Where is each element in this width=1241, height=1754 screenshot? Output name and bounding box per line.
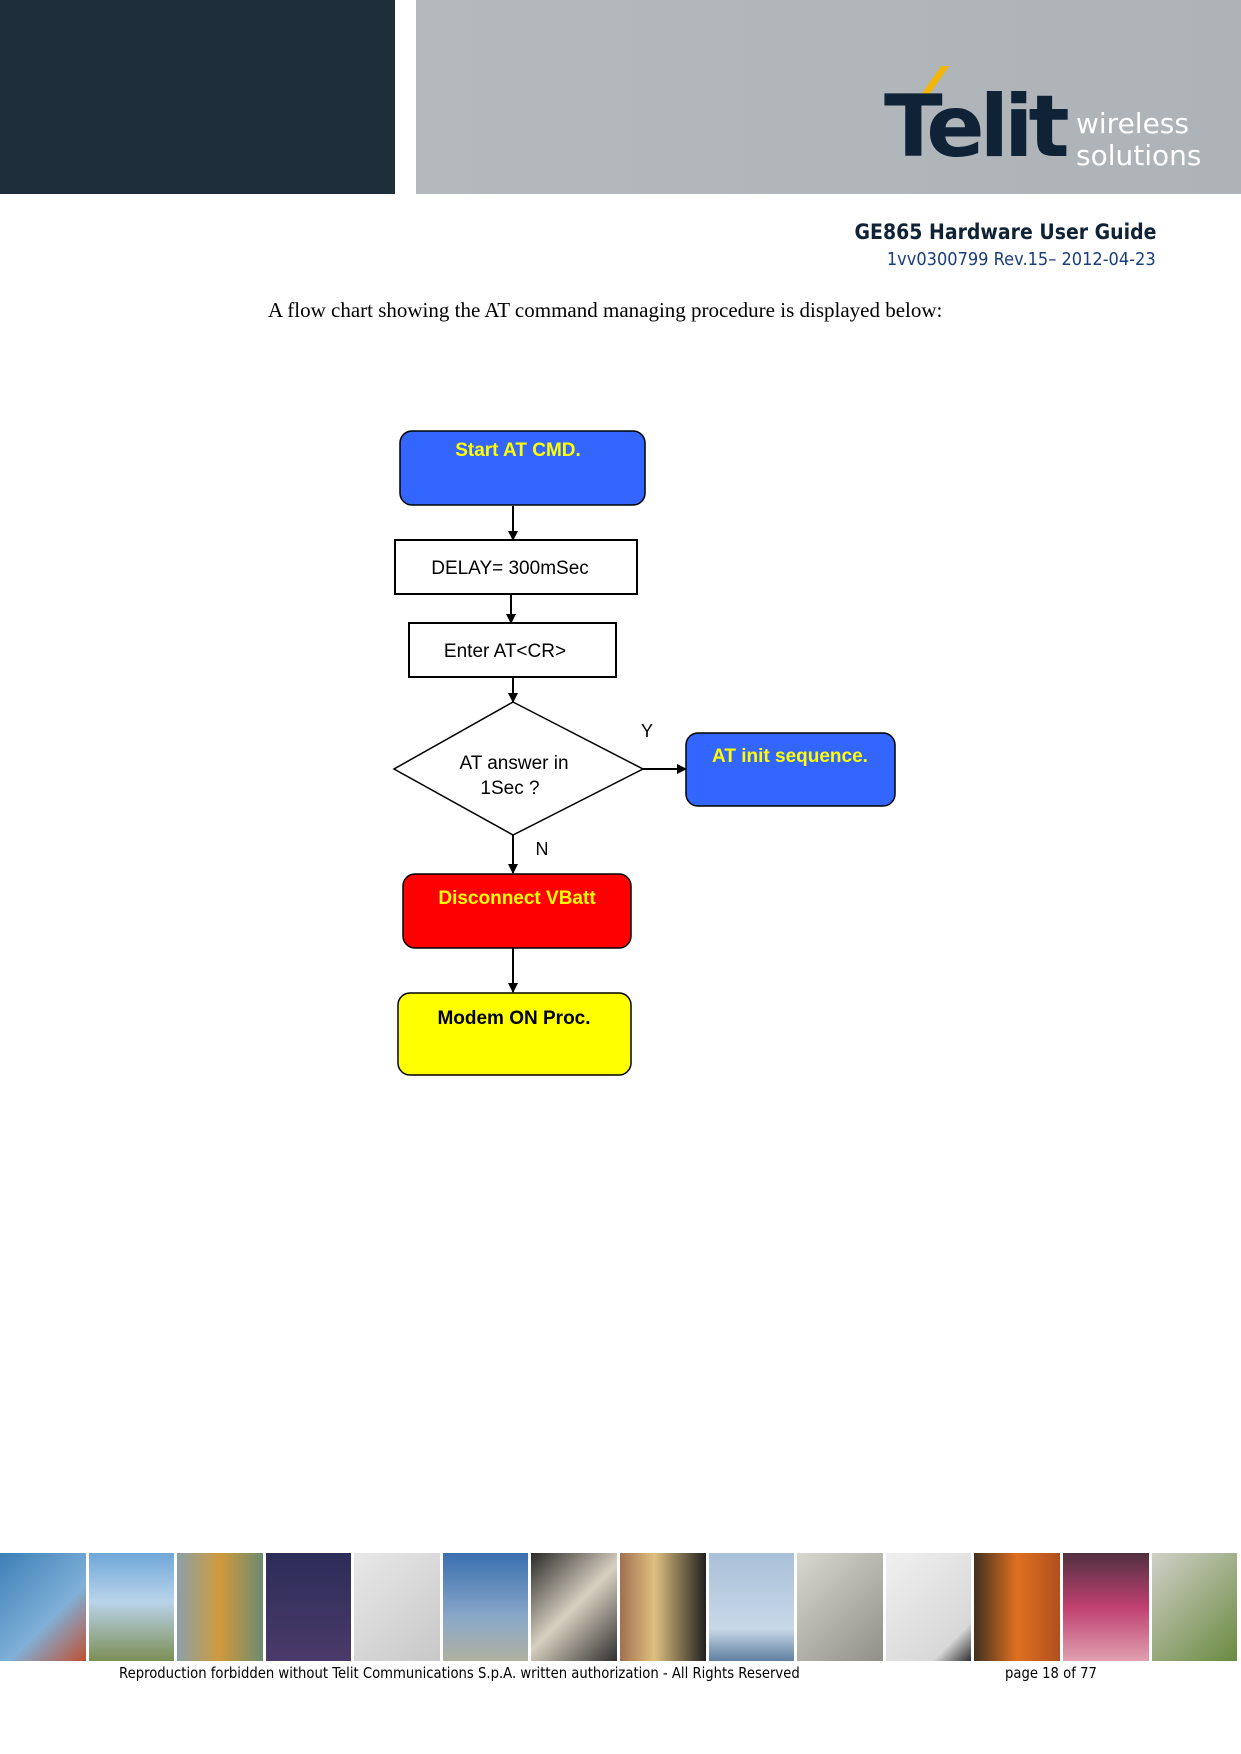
modem-on-node-label: Modem ON Proc. xyxy=(437,1008,590,1029)
delay-node-label: DELAY= 300mSec xyxy=(431,558,589,579)
page-number: page 18 of 77 xyxy=(1005,1664,1097,1682)
photo-tile xyxy=(885,1553,972,1661)
footer-photo-strip xyxy=(0,1553,1238,1661)
footer-notice: Reproduction forbidden without Telit Com… xyxy=(119,1664,800,1682)
photo-tile xyxy=(1062,1553,1149,1661)
modem-on-node xyxy=(397,992,632,1076)
header-gray-panel xyxy=(416,0,1241,194)
logo-tagline: wireless solutions xyxy=(1076,107,1202,172)
no-label: N xyxy=(536,839,549,859)
enter-node xyxy=(408,622,617,678)
photo-tile xyxy=(442,1553,529,1661)
photo-tile xyxy=(531,1553,618,1661)
document-revision: 1vv0300799 Rev.15– 2012-04-23 xyxy=(887,249,1156,270)
photo-tile xyxy=(354,1553,440,1661)
photo-tile xyxy=(974,1553,1060,1661)
logo-wordmark: Telit xyxy=(884,77,1070,177)
disconnect-node xyxy=(402,873,632,949)
decision-label-line2: 1Sec ? xyxy=(480,778,539,799)
photo-tile xyxy=(797,1553,883,1661)
disconnect-node-label: Disconnect VBatt xyxy=(438,888,596,909)
yes-label: Y xyxy=(641,721,653,741)
start-node-label: Start AT CMD. xyxy=(455,440,581,461)
delay-node xyxy=(394,539,638,595)
flowchart: Start AT CMD. DELAY= 300mSec Enter AT<CR… xyxy=(392,430,896,1076)
decision-node xyxy=(392,701,645,836)
decision-label-line1: AT answer in xyxy=(459,753,568,774)
init-node-label: AT init sequence. xyxy=(712,746,868,767)
photo-tile xyxy=(1151,1553,1238,1661)
photo-tile xyxy=(88,1553,175,1661)
photo-tile xyxy=(708,1553,795,1661)
photo-tile xyxy=(265,1553,352,1661)
init-node xyxy=(685,732,896,807)
telit-logo: Telit wireless solutions xyxy=(880,62,1220,172)
photo-tile xyxy=(0,1553,86,1661)
document-title: GE865 Hardware User Guide xyxy=(854,220,1156,244)
header-dark-panel xyxy=(0,0,395,194)
photo-tile xyxy=(177,1553,263,1661)
enter-node-label: Enter AT<CR> xyxy=(444,641,566,662)
photo-tile xyxy=(620,1553,706,1661)
start-node xyxy=(399,430,646,506)
intro-paragraph: A flow chart showing the AT command mana… xyxy=(268,298,943,322)
